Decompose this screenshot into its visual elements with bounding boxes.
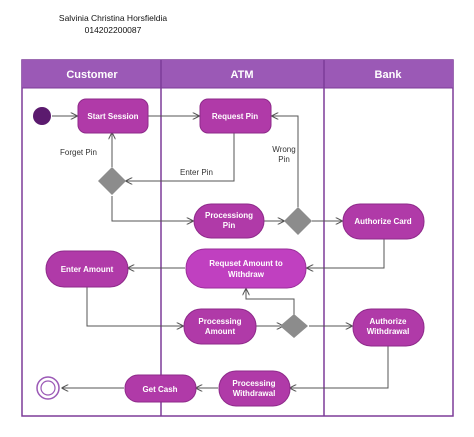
- node-request-pin: Request Pin: [199, 98, 272, 134]
- node-request-amount: Requset Amount to Withdraw: [185, 248, 307, 289]
- node-processing-amount: Processing Amount: [183, 308, 257, 345]
- label-wrong-pin-line1: Wrong: [272, 145, 295, 154]
- node-processing-amount-line2: Amount: [205, 327, 236, 336]
- node-authorize-card: Authorize Card: [342, 203, 425, 240]
- node-request-amount-line2: Withdraw: [228, 270, 265, 279]
- node-start-session-label: Start Session: [87, 112, 138, 121]
- node-processing-pin: Processiong Pin: [193, 203, 265, 239]
- node-start-session: Start Session: [77, 98, 149, 134]
- decision-diamond-forget-pin: [98, 167, 126, 195]
- node-authorize-withdrawal: Authorize Withdrawal: [352, 308, 425, 347]
- node-request-pin-label: Request Pin: [212, 112, 258, 121]
- node-get-cash: Get Cash: [124, 374, 197, 403]
- edge-enter-pin: [126, 133, 235, 181]
- node-authorize-withdrawal-line2: Withdrawal: [367, 327, 410, 336]
- label-wrong-pin-line2: Pin: [278, 155, 290, 164]
- decision-diamond-amount-check: [280, 314, 308, 338]
- node-processing-pin-line1: Processiong: [205, 211, 253, 220]
- edge-wrong-pin: [272, 116, 299, 207]
- end-node-inner: [40, 380, 56, 396]
- label-enter-pin: Enter Pin: [180, 168, 213, 177]
- lane-atm-title: ATM: [230, 69, 253, 81]
- node-authorize-withdrawal-line1: Authorize: [370, 317, 407, 326]
- node-processing-pin-line2: Pin: [223, 221, 236, 230]
- author-name: Salvinia Christina Horsfieldia: [58, 13, 168, 23]
- node-request-amount-line1: Requset Amount to: [209, 259, 283, 268]
- decision-diamond-pin-check: [284, 207, 312, 235]
- edge-retry-amount: [246, 289, 295, 315]
- node-processing-withdrawal: Processing Withdrawal: [218, 370, 291, 407]
- edge-diamond-to-processing-pin: [111, 196, 193, 221]
- edge-authorize-to-processing-withdrawal: [290, 346, 389, 388]
- author-block: Salvinia Christina Horsfieldia 014202200…: [18, 12, 208, 36]
- node-processing-withdrawal-line1: Processing: [232, 379, 275, 388]
- node-processing-amount-line1: Processing: [198, 317, 241, 326]
- start-node: [33, 107, 51, 125]
- node-enter-amount-label: Enter Amount: [61, 265, 114, 274]
- node-authorize-card-label: Authorize Card: [354, 217, 411, 226]
- edges: [52, 116, 389, 388]
- node-enter-amount: Enter Amount: [45, 250, 129, 288]
- lane-bank-title: Bank: [375, 69, 403, 81]
- author-id: 014202200087: [84, 25, 142, 35]
- lanes-header-bg: [22, 60, 453, 88]
- edge-enter-amount-to-processing-amount: [86, 287, 183, 326]
- node-get-cash-label: Get Cash: [142, 385, 177, 394]
- label-forget-pin: Forget Pin: [60, 148, 97, 157]
- edge-authorize-card-to-request-amount: [307, 239, 385, 268]
- node-processing-withdrawal-line2: Withdrawal: [233, 389, 276, 398]
- lane-customer-title: Customer: [66, 69, 118, 81]
